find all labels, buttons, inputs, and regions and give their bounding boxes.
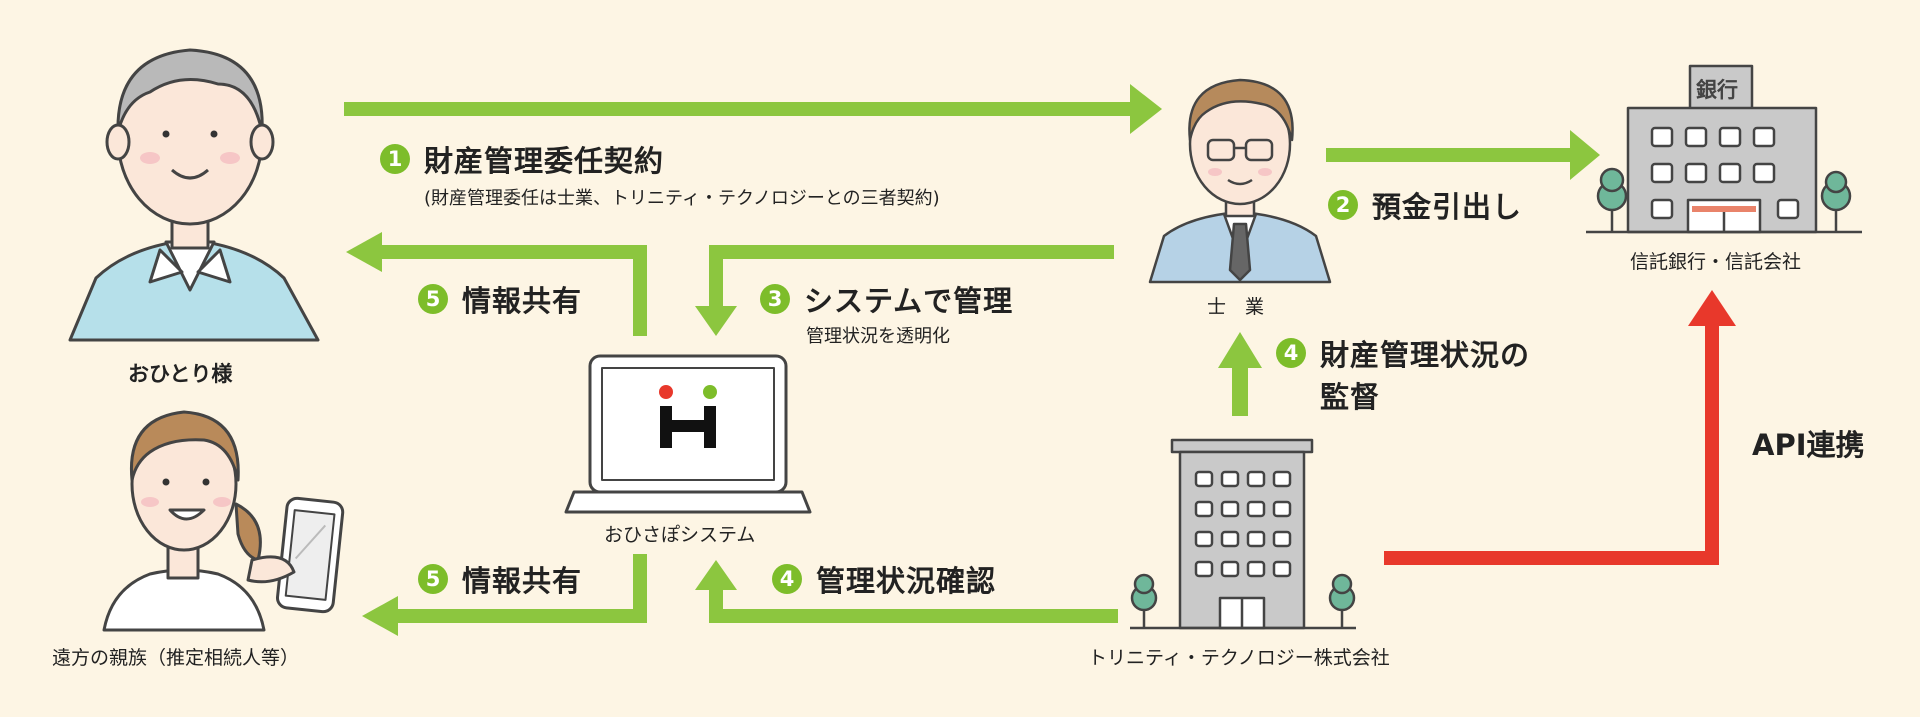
arrow-manage-by-system (695, 245, 1114, 336)
system-logo (659, 385, 717, 448)
step-1-title: 財産管理委任契約 (424, 144, 665, 178)
step-4-title-line1: 財産管理状況の (1320, 338, 1531, 372)
step-number-1: 1 (380, 144, 410, 174)
step-3-note: 管理状況を透明化 (806, 326, 950, 347)
professional-caption: 士 業 (1207, 296, 1265, 318)
step-5-share-relative: 5 情報共有 (418, 558, 582, 600)
api-label: API連携 (1752, 428, 1865, 462)
step-number-4a: 4 (1276, 338, 1306, 368)
arrow-status-check (695, 560, 1118, 623)
step-1-note: (財産管理委任は士業、トリニティ・テクノロジーとの三者契約) (424, 188, 940, 209)
step-number-5b: 5 (418, 564, 448, 594)
professional-icon (1148, 78, 1332, 284)
step-2-withdrawal: 2 預金引出し (1328, 184, 1522, 226)
relative-caption: 遠方の親族（推定相続人等） (52, 647, 300, 669)
step-number-3: 3 (760, 284, 790, 314)
bank-caption: 信託銀行・信託会社 (1630, 251, 1802, 273)
bank-building-icon (1586, 64, 1862, 234)
step-1-contract: 1 財産管理委任契約 (380, 138, 664, 180)
step-3-system-manage: 3 システムで管理 (760, 278, 1013, 320)
arrow-supervision (1218, 332, 1262, 416)
system-caption: おひさぽシステム (604, 524, 756, 546)
company-building-icon (1130, 438, 1356, 630)
relative-with-tablet-icon (102, 410, 345, 632)
step-5b-title: 情報共有 (462, 564, 583, 598)
step-3-title: システムで管理 (804, 284, 1014, 318)
company-caption: トリニティ・テクノロジー株式会社 (1088, 647, 1390, 669)
laptop-icon (564, 354, 812, 514)
step-number-2: 2 (1328, 190, 1358, 220)
step-2-title: 預金引出し (1372, 190, 1523, 224)
step-4-title-line2: 監督 (1320, 380, 1381, 414)
step-4-status-check: 4 管理状況確認 (772, 558, 996, 600)
step-number-4b: 4 (772, 564, 802, 594)
person-caption: おひとり様 (128, 362, 233, 386)
arrow-contract (344, 84, 1162, 134)
step-number-5a: 5 (418, 284, 448, 314)
arrow-api (1384, 290, 1736, 565)
step-4b-title: 管理状況確認 (816, 564, 997, 598)
step-4-supervision: 4 財産管理状況の (1276, 332, 1530, 374)
arrow-share-to-relative (362, 554, 647, 636)
step-5a-title: 情報共有 (462, 284, 583, 318)
arrow-share-to-person (346, 232, 647, 336)
step-5-share-person: 5 情報共有 (418, 278, 582, 320)
elderly-person-icon (68, 48, 320, 342)
arrow-withdrawal (1326, 130, 1600, 180)
bank-sign-label: 銀行 (1696, 78, 1738, 102)
